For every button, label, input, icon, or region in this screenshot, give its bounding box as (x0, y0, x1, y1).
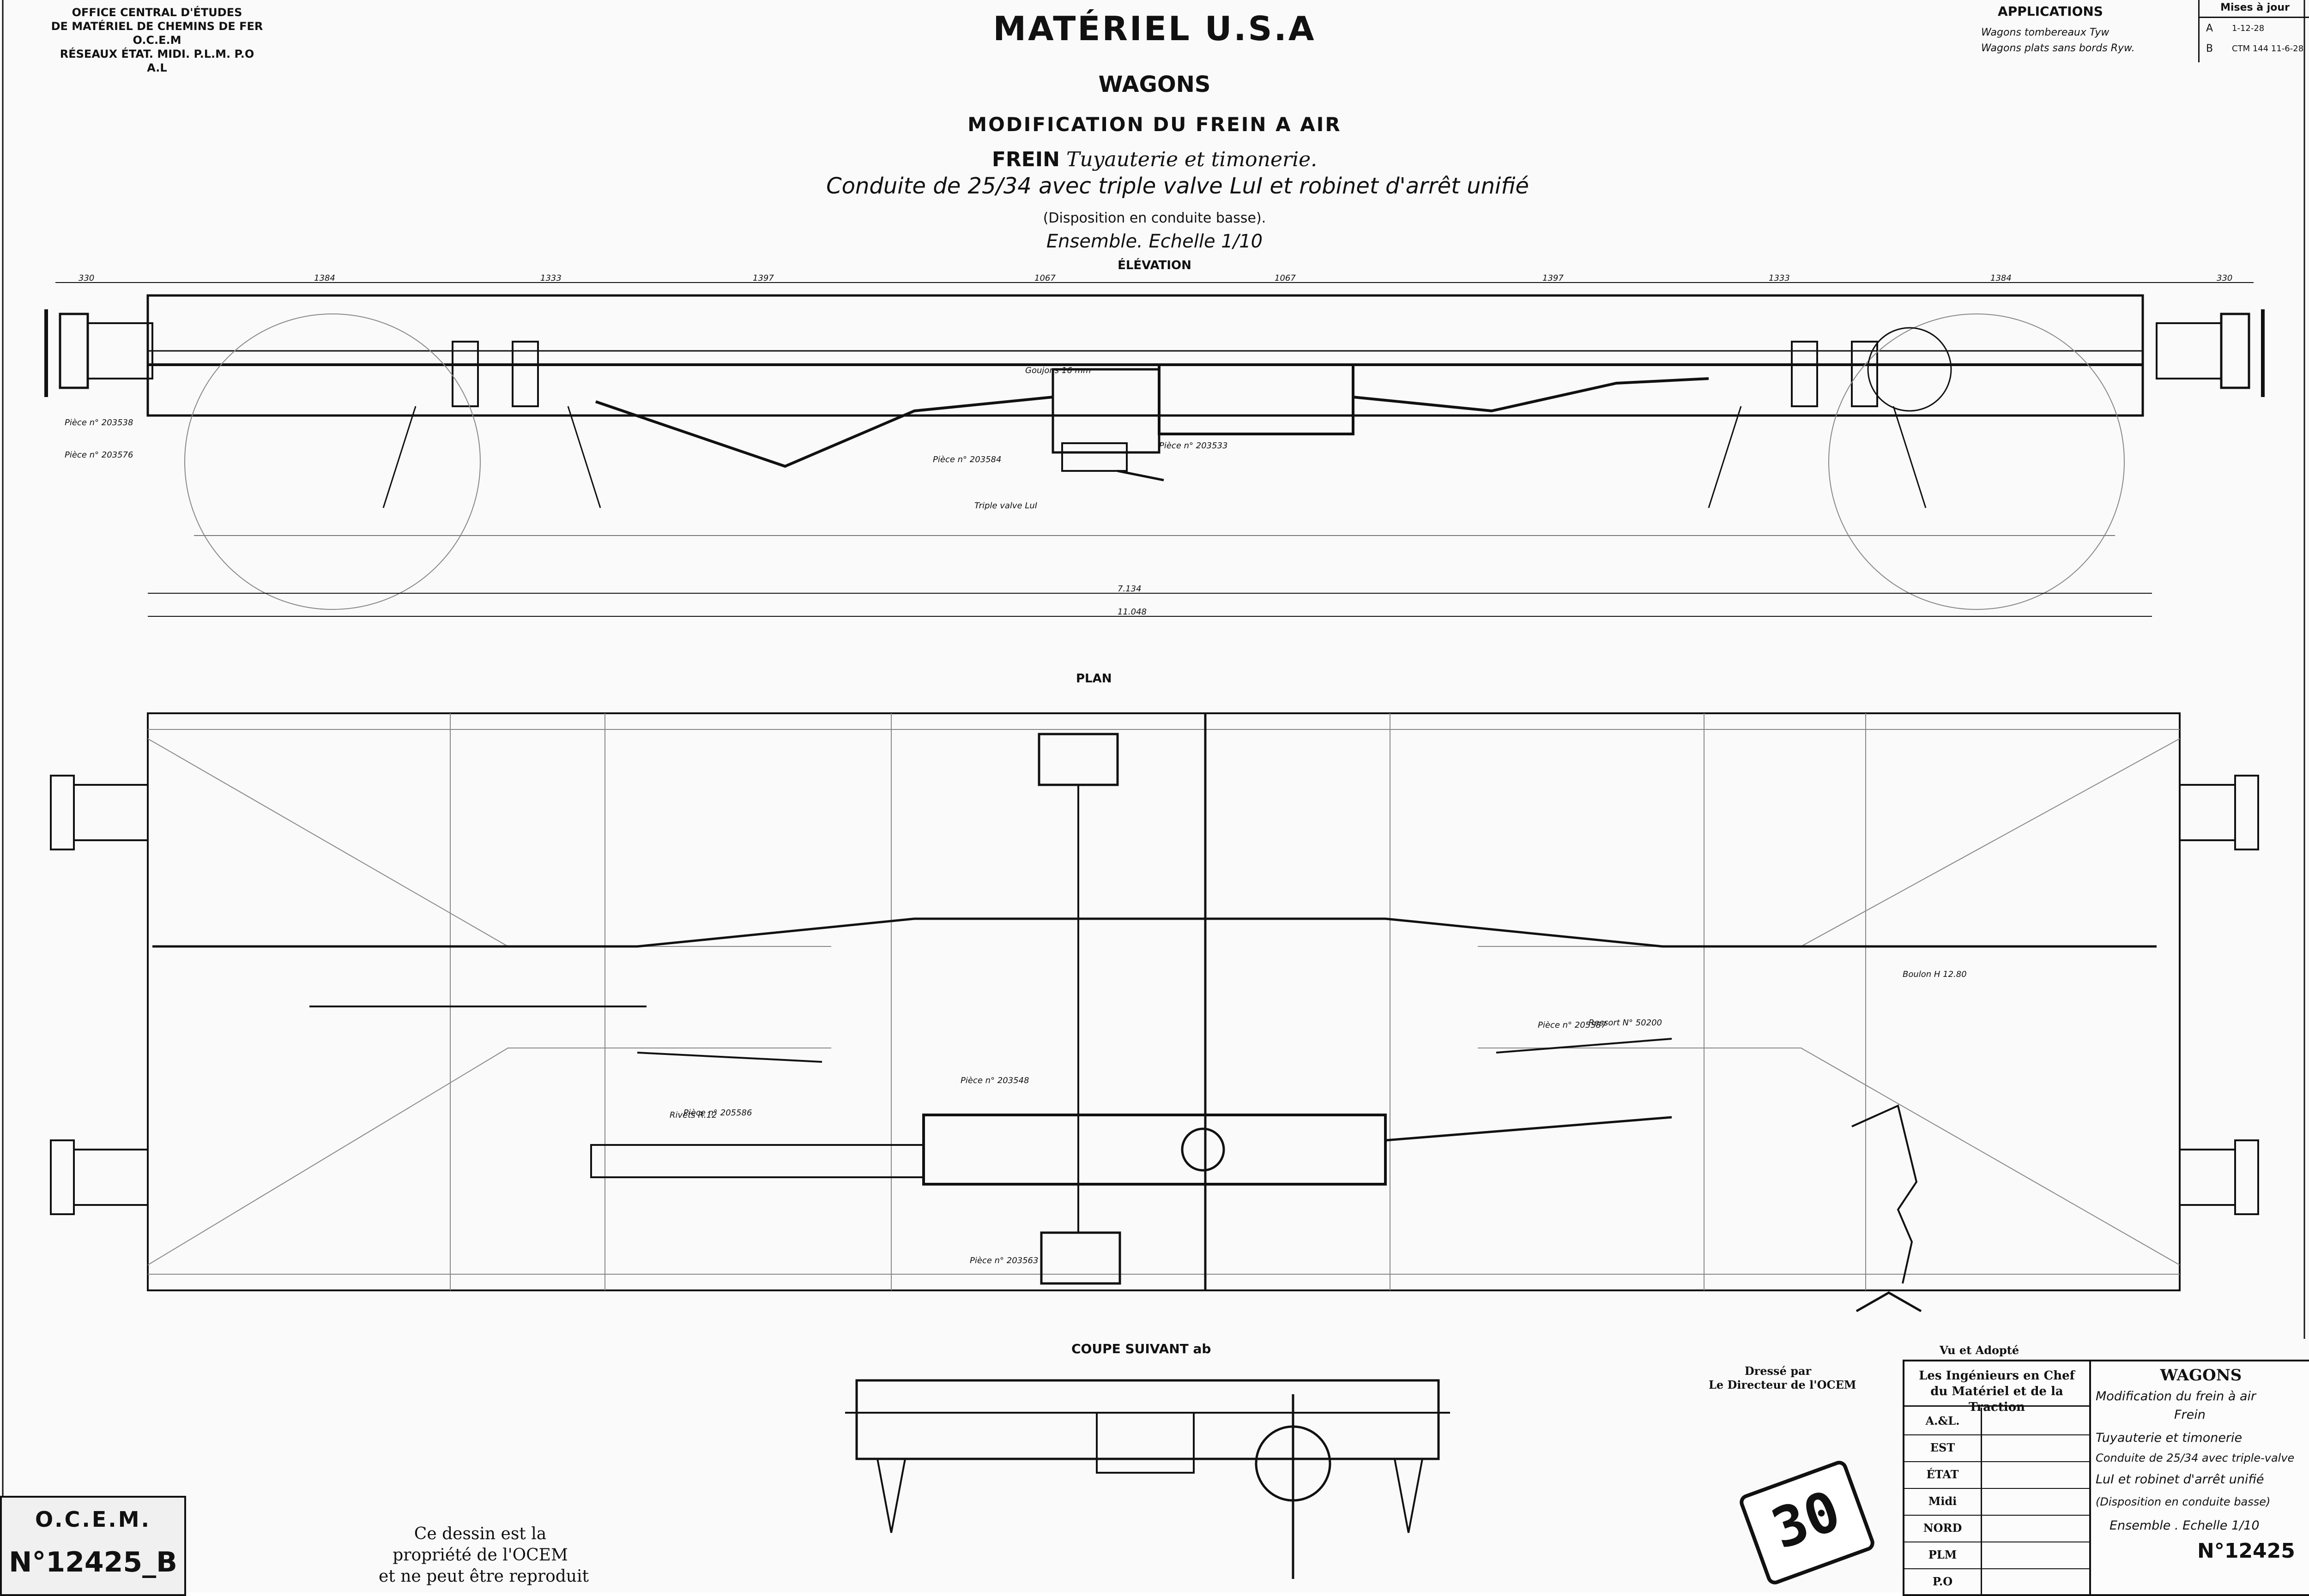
panel-line: Ensemble . Echelle 1/10 (2110, 1518, 2260, 1533)
network-name: A.&L. (1904, 1408, 1982, 1434)
annotation-rivets: Rivets R.12 (670, 1110, 717, 1120)
annotation-ressort: Ressort N° 50200 (1589, 1018, 1662, 1028)
piece-label: Pièce n° 205586 (683, 1108, 752, 1118)
modification-title: MODIFICATION DU FREIN A AIR (967, 113, 1342, 136)
property-note: Ce dessin est la propriété de l'OCEM et … (379, 1524, 589, 1587)
network-row: EST (1904, 1434, 2089, 1462)
piece-label: Pièce n° 203563 (970, 1256, 1039, 1265)
section-label: COUPE SUIVANT ab (1071, 1341, 1211, 1356)
drawing-subtitle: WAGONS (1098, 72, 1211, 97)
dimension-label: 1333 (1769, 273, 1790, 283)
panel-line: Conduite de 25/34 avec triple-valve (2096, 1451, 2295, 1464)
revision-letter: B (2206, 43, 2213, 54)
piece-label: Pièce n° 203533 (1159, 441, 1228, 451)
network-row: NORD (1904, 1515, 2089, 1542)
dimension-label: 1397 (1542, 273, 1564, 283)
drawing-title: MATÉRIEL U.S.A (993, 9, 1316, 48)
ocem-label: O.C.E.M. (35, 1507, 151, 1532)
network-row: A.&L. (1904, 1408, 2089, 1435)
property-line: propriété de l'OCEM (393, 1546, 568, 1565)
engineers-line: Les Ingénieurs en Chef (1919, 1369, 2075, 1383)
panel-line: Modification du frein à air (2096, 1389, 2256, 1403)
dresse-line: Dressé par (1744, 1364, 1812, 1378)
elevation-view (44, 282, 2265, 617)
network-row: P.O (1904, 1568, 2089, 1595)
plan-view (50, 712, 2259, 1313)
revision-header: Mises à jour (2200, 0, 2309, 18)
engineers-line: du Matériel et de la Traction (1930, 1385, 2063, 1414)
plan-label: PLAN (1076, 672, 1112, 686)
dimension-label: 330 (79, 273, 95, 283)
applications-title: APPLICATIONS (1998, 4, 2103, 19)
elevation-label: ÉLÉVATION (1118, 259, 1191, 272)
conduite-title: Conduite de 25/34 avec triple valve LuI … (826, 173, 1529, 199)
engineers-header: Les Ingénieurs en Chef du Matériel et de… (1904, 1361, 2089, 1414)
dresse-block: Dressé par Le Directeur de l'OCEM (1709, 1364, 1856, 1392)
piece-label: Pièce n° 203584 (933, 455, 1002, 464)
office-line: OFFICE CENTRAL D'ÉTUDES (72, 6, 242, 19)
annotation-goujons: Goujons 16 mm (1025, 366, 1091, 375)
revision-row: A 1-12-28 (2200, 18, 2309, 39)
title-block: Les Ingénieurs en Chef du Matériel et de… (1903, 1360, 2309, 1596)
dimension-label: 1384 (314, 273, 335, 283)
property-line: Ce dessin est la (414, 1524, 547, 1543)
network-row: Midi (1904, 1488, 2089, 1516)
piece-label: Triple valve LuI (974, 501, 1038, 511)
revision-text: CTM 144 11-6-28 (2232, 44, 2304, 54)
office-line: DE MATÉRIEL DE CHEMINS DE FER (51, 20, 263, 33)
panel-line: Frein (2174, 1408, 2206, 1422)
dresse-line: Le Directeur de l'OCEM (1709, 1378, 1856, 1391)
revision-table: Mises à jour A 1-12-28 B CTM 144 11-6-28 (2198, 0, 2309, 62)
scale-note: Ensemble. Echelle 1/10 (1046, 231, 1263, 252)
network-name: EST (1904, 1434, 1982, 1461)
description-column: WAGONS Modification du frein à air Frein… (2091, 1361, 2309, 1594)
section-view (845, 1379, 1450, 1579)
dimension-label: 1384 (1990, 273, 2012, 283)
vu-adopte-label: Vu et Adopté (1940, 1343, 2019, 1357)
dimension-label: 330 (2217, 273, 2233, 283)
approval-column: Les Ingénieurs en Chef du Matériel et de… (1904, 1361, 2091, 1595)
office-header: OFFICE CENTRAL D'ÉTUDES DE MATÉRIEL DE C… (28, 6, 286, 75)
piece-label: Pièce n° 203548 (961, 1076, 1029, 1085)
dimension-label: 1397 (753, 273, 774, 283)
network-name: ÉTAT (1904, 1461, 1982, 1488)
drawing-number: N°12425_B (9, 1546, 177, 1578)
office-line: A.L (147, 61, 167, 74)
network-name: NORD (1904, 1515, 1982, 1542)
network-name: PLM (1904, 1542, 1982, 1568)
frein-title: FREIN Tuyauterie et timonerie. (901, 148, 1408, 171)
piece-label: Pièce n° 203538 (65, 418, 133, 428)
application-item: Wagons tombereaux Tyw (1981, 27, 2110, 38)
panel-title: WAGONS (2160, 1366, 2242, 1385)
piece-label: Pièce n° 203576 (65, 450, 133, 460)
network-row: ÉTAT (1904, 1461, 2089, 1489)
panel-line: Tuyauterie et timonerie (2096, 1431, 2243, 1445)
network-name: P.O (1904, 1568, 1982, 1595)
revision-row: B CTM 144 11-6-28 (2200, 39, 2309, 59)
piece-label: Pièce n° 205587 (1538, 1020, 1607, 1030)
frein-detail: Tuyauterie et timonerie. (1066, 148, 1318, 171)
panel-line: LuI et robinet d'arrêt unifié (2096, 1472, 2264, 1487)
frein-label: FREIN (991, 148, 1060, 171)
revision-text: 1-12-28 (2232, 24, 2265, 33)
office-line: RÉSEAUX ÉTAT. MIDI. P.L.M. P.O (60, 48, 254, 60)
application-item: Wagons plats sans bords Ryw. (1981, 42, 2135, 54)
dimension-label: 1333 (540, 273, 562, 283)
network-name: Midi (1904, 1488, 1982, 1515)
dimension-label: 1067 (1275, 273, 1296, 283)
property-line: et ne peut être reproduit (379, 1567, 589, 1586)
network-row: PLM (1904, 1542, 2089, 1569)
panel-line: (Disposition en conduite basse) (2096, 1495, 2271, 1508)
ocem-number-box: O.C.E.M. N°12425_B (0, 1496, 186, 1596)
revision-letter: A (2206, 23, 2213, 34)
annotation-boulon: Boulon H 12.80 (1903, 970, 1967, 979)
overall-dimension: 11.048 (1118, 607, 1147, 617)
office-line: O.C.E.M (133, 34, 181, 47)
panel-number: N°12425 (2197, 1539, 2295, 1563)
disposition-note: (Disposition en conduite basse). (1043, 210, 1266, 226)
overall-dimension: 7.134 (1118, 584, 1142, 594)
dimension-label: 1067 (1034, 273, 1056, 283)
